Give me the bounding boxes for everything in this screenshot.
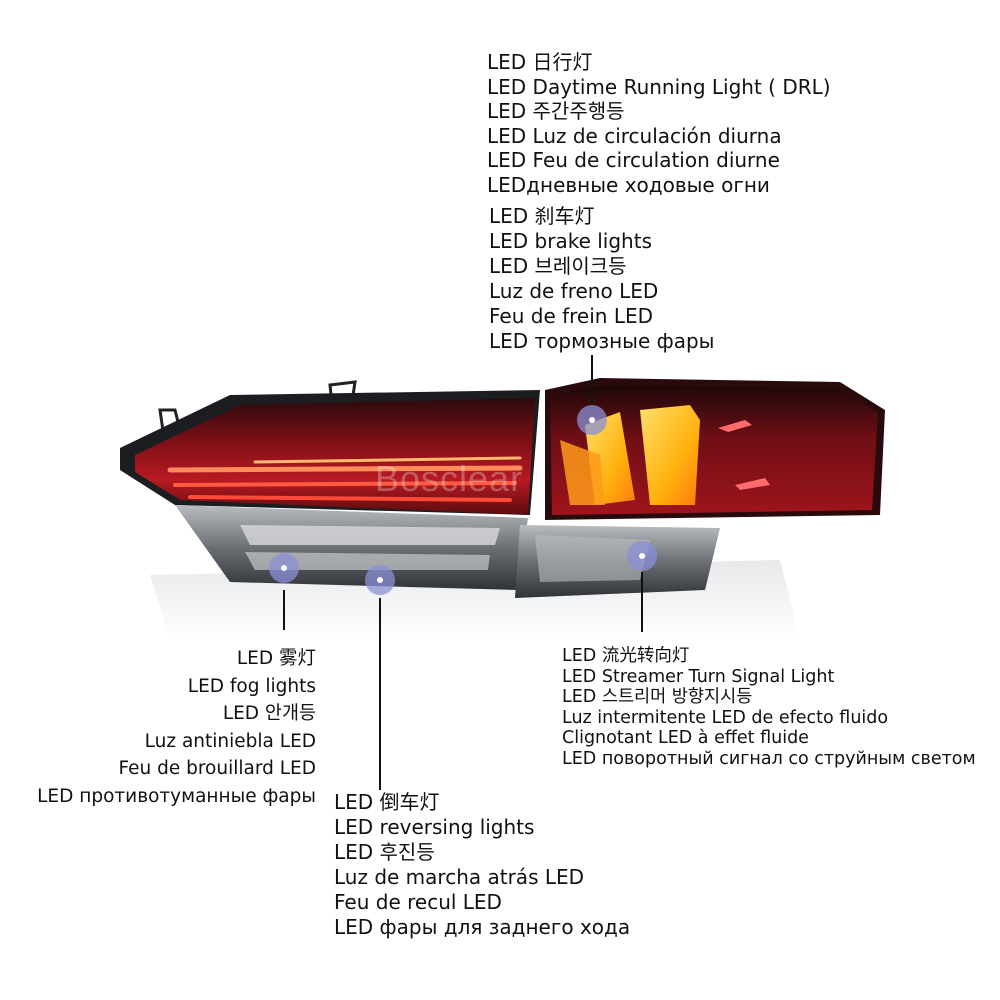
callout-line: Luz de marcha atrás LED <box>334 865 585 889</box>
callout-line: Luz de freno LED <box>489 279 659 303</box>
callout-line: LED 안개등 <box>222 703 316 724</box>
callout-reversing: LED 倒车灯 LED reversing lights LED 후진등 Luz… <box>334 790 630 940</box>
callout-line: LED Streamer Turn Signal Light <box>562 666 835 687</box>
callout-line: LEDдневные ходовые огни <box>487 172 770 197</box>
outer-lamp-smoke-lens <box>175 505 528 590</box>
reverse-led-row <box>240 525 500 545</box>
light-bar <box>173 481 517 487</box>
marker-turn <box>627 541 657 571</box>
callout-line: LED 雾灯 <box>236 648 316 669</box>
reflector <box>718 420 752 432</box>
drl-light-blade <box>560 440 605 505</box>
callout-line: LED 倒车灯 <box>334 790 440 814</box>
callout-line: Luz intermitente LED de efecto fluido <box>562 707 889 728</box>
callout-line: LED противотуманные фары <box>37 785 316 807</box>
callout-line: Feu de brouillard LED <box>118 758 316 779</box>
callout-line: LED 流光转向灯 <box>562 646 690 666</box>
drl-light-blade <box>640 405 700 505</box>
fog-led-row <box>245 552 490 570</box>
callout-line: Luz antiniebla LED <box>144 730 316 752</box>
light-bar <box>188 495 512 502</box>
callout-fog: LED 雾灯 LED fog lights LED 안개등 Luz antini… <box>37 645 316 810</box>
callout-line: Feu de recul LED <box>334 890 502 914</box>
callout-line: LED Feu de circulation diurne <box>487 148 780 172</box>
watermark: Bosclear <box>375 458 524 499</box>
callout-line: LED поворотный сигнал со струйным светом <box>562 748 976 769</box>
callout-line: LED 스트리머 방향지시등 <box>562 687 753 707</box>
marker-brake <box>577 405 607 435</box>
callout-line: LED 日行灯 <box>487 50 593 74</box>
callout-line: LED Daytime Running Light ( DRL) <box>487 74 831 99</box>
callout-line: LED brake lights <box>489 229 652 253</box>
callout-line: Feu de frein LED <box>489 304 654 328</box>
callout-line: LED reversing lights <box>334 815 535 839</box>
reflector <box>735 478 770 490</box>
callout-line: LED тормозные фары <box>489 329 715 353</box>
marker-reversing <box>365 565 395 595</box>
turn-signal-led <box>535 535 650 582</box>
callout-line: LED 주간주행등 <box>487 99 625 123</box>
callout-line: LED fog lights <box>187 675 316 697</box>
marker-fog <box>269 553 299 583</box>
callout-line: LED 브레이크등 <box>489 254 627 278</box>
callout-line: LED Luz de circulación diurna <box>487 123 782 148</box>
callout-turn: LED 流光转向灯 LED Streamer Turn Signal Light… <box>562 646 976 769</box>
callout-line: LED 후진등 <box>334 840 435 864</box>
light-bar <box>167 465 523 473</box>
callout-line: LED 刹车灯 <box>489 204 595 228</box>
callout-line: Clignotant LED à effet fluide <box>562 728 809 748</box>
light-bar <box>253 456 522 464</box>
callout-brake: LED 刹车灯 LED brake lights LED 브레이크등 Luz d… <box>489 204 714 354</box>
callout-line: LED фары для заднего хода <box>334 915 631 939</box>
callout-drl: LED 日行灯 LED Daytime Running Light ( DRL)… <box>487 50 831 197</box>
